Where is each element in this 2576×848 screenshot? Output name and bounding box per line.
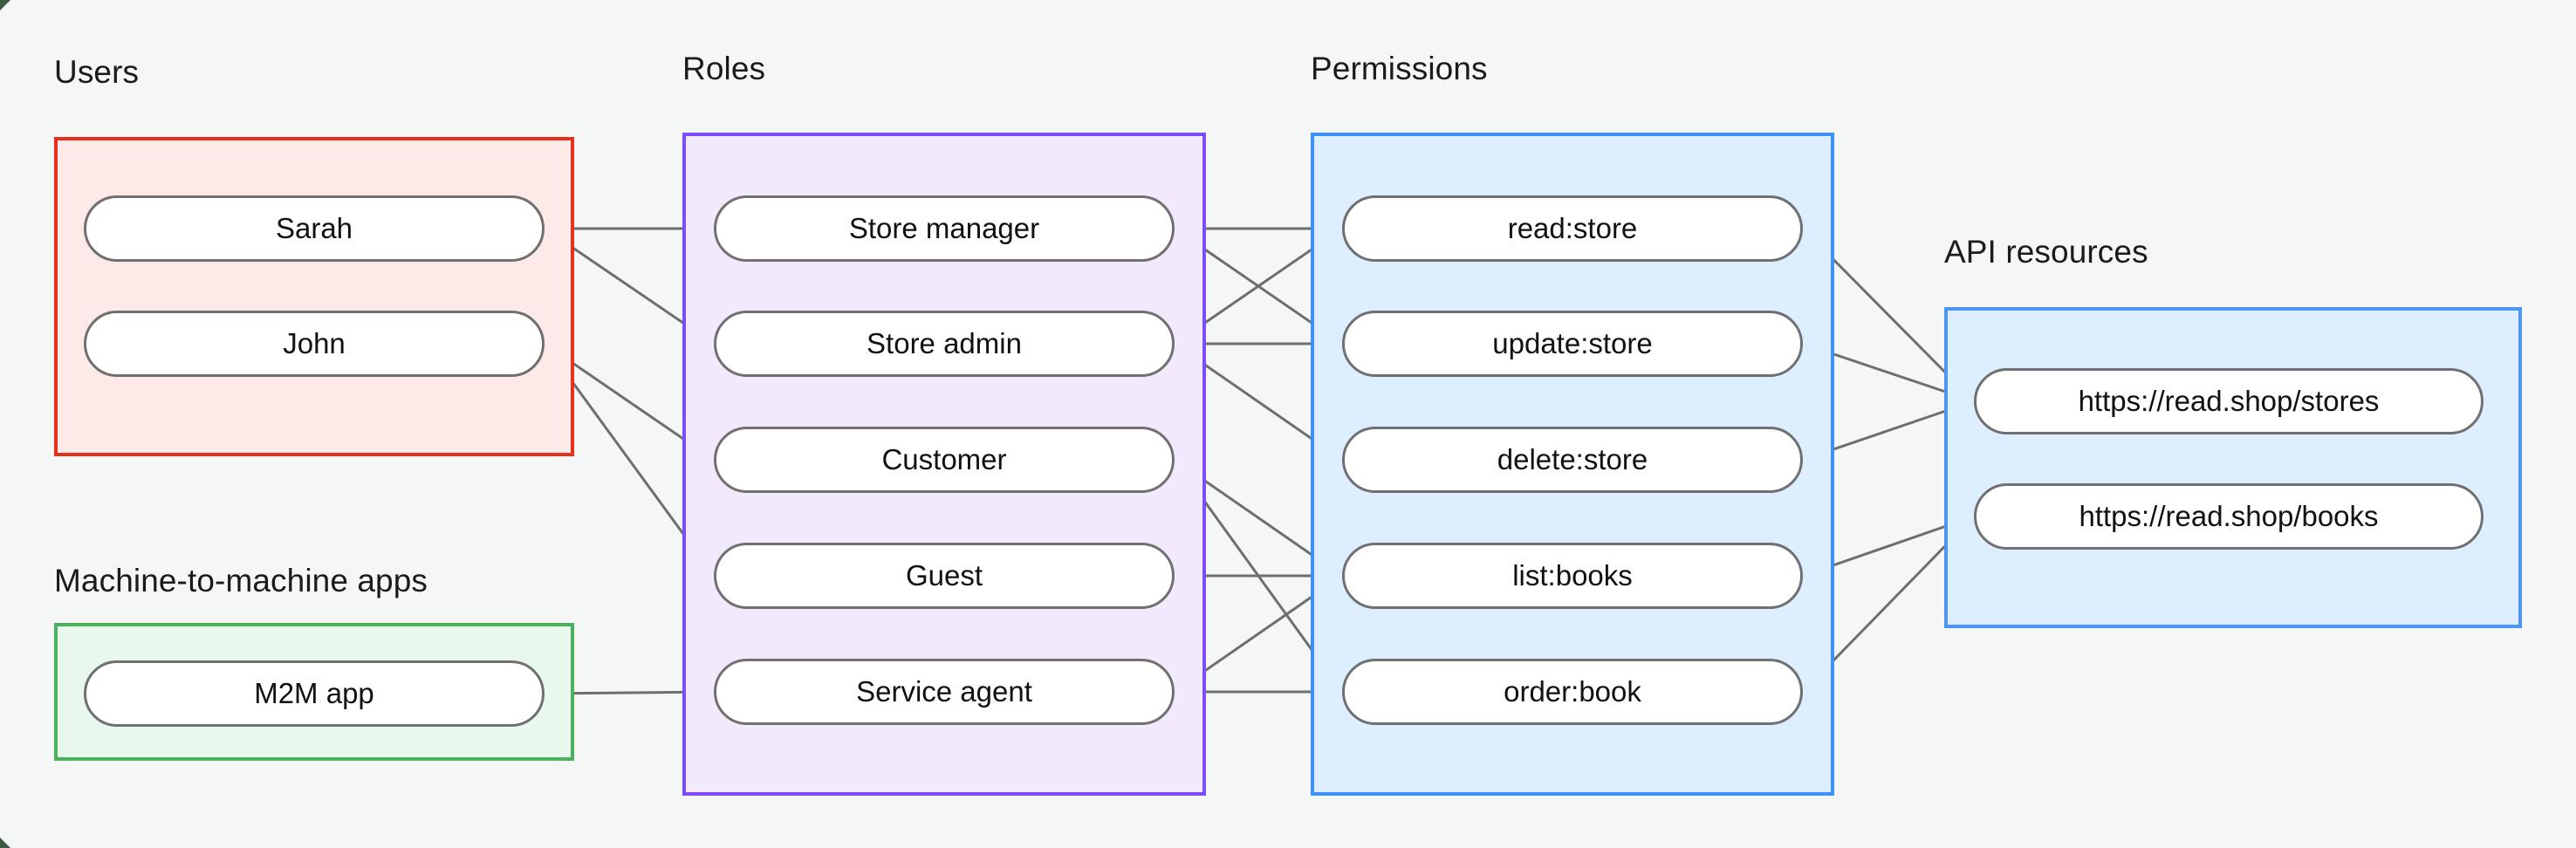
node-res-books[interactable]: https://read.shop/books bbox=[1974, 483, 2484, 550]
node-m2mapp[interactable]: M2M app bbox=[84, 660, 545, 727]
node-sarah[interactable]: Sarah bbox=[84, 195, 545, 262]
node-order-book[interactable]: order:book bbox=[1342, 659, 1803, 725]
group-label-m2m: Machine-to-machine apps bbox=[54, 563, 428, 598]
node-res-stores[interactable]: https://read.shop/stores bbox=[1974, 368, 2484, 434]
node-label-store-admin: Store admin bbox=[867, 327, 1022, 359]
node-label-update-store: update:store bbox=[1492, 327, 1653, 359]
node-guest[interactable]: Guest bbox=[714, 543, 1175, 609]
node-read-store[interactable]: read:store bbox=[1342, 195, 1803, 262]
node-label-list-books: list:books bbox=[1512, 559, 1633, 592]
node-label-m2mapp: M2M app bbox=[254, 677, 374, 709]
node-delete-store[interactable]: delete:store bbox=[1342, 427, 1803, 493]
node-store-manager[interactable]: Store manager bbox=[714, 195, 1175, 262]
node-label-guest: Guest bbox=[905, 559, 983, 592]
node-label-delete-store: delete:store bbox=[1497, 443, 1648, 475]
group-label-users: Users bbox=[54, 54, 140, 90]
node-service-agent[interactable]: Service agent bbox=[714, 659, 1175, 725]
node-john[interactable]: John bbox=[84, 311, 545, 377]
node-label-store-manager: Store manager bbox=[848, 212, 1040, 244]
node-label-order-book: order:book bbox=[1504, 675, 1641, 708]
node-label-john: John bbox=[283, 327, 346, 359]
group-box-users bbox=[54, 137, 574, 456]
node-store-admin[interactable]: Store admin bbox=[714, 311, 1175, 377]
canvas-corner-mark-top-left bbox=[0, 0, 10, 10]
node-customer[interactable]: Customer bbox=[714, 427, 1175, 493]
node-label-read-store: read:store bbox=[1507, 212, 1638, 244]
node-label-customer: Customer bbox=[881, 443, 1007, 475]
node-label-service-agent: Service agent bbox=[856, 675, 1032, 708]
node-label-sarah: Sarah bbox=[275, 212, 353, 244]
node-list-books[interactable]: list:books bbox=[1342, 543, 1803, 609]
group-label-permissions: Permissions bbox=[1311, 51, 1488, 86]
canvas-corner-mark-bottom-left bbox=[0, 838, 10, 848]
group-box-api bbox=[1944, 307, 2522, 628]
node-label-res-books: https://read.shop/books bbox=[2079, 500, 2379, 532]
node-label-res-stores: https://read.shop/stores bbox=[2078, 385, 2380, 417]
group-label-roles: Roles bbox=[682, 51, 766, 86]
group-label-api: API resources bbox=[1944, 234, 2148, 270]
node-update-store[interactable]: update:store bbox=[1342, 311, 1803, 377]
